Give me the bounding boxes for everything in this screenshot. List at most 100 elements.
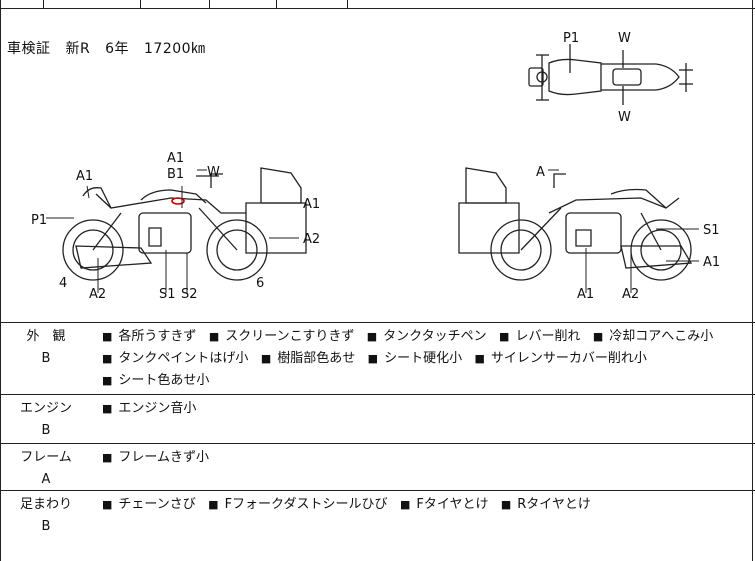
label-a1-left-top: A1: [167, 151, 184, 166]
defect-item: ■ エンジン音小: [102, 401, 196, 416]
label-a2-left: A2: [89, 287, 106, 302]
label-a1-right-rear: A1: [703, 255, 720, 270]
defect-text: チェーンさび: [118, 497, 196, 512]
motorcycle-left-view: [62, 167, 307, 281]
inspection-row-engine: エンジン B ■ エンジン音小: [1, 395, 755, 444]
bullet-icon: ■: [102, 451, 113, 464]
label-p1-left: P1: [31, 213, 47, 228]
label-a1-left-front: A1: [76, 169, 93, 184]
defect-text: Rタイヤとけ: [517, 497, 591, 512]
damage-diagram-area: 車検証 新R 6年 17200㎞ P: [1, 8, 755, 323]
bullet-icon: ■: [474, 352, 485, 365]
defect-item: ■ シート色あせ小: [102, 373, 209, 388]
defect-text: スクリーンこすりきず: [225, 329, 355, 344]
label-a2-right: A2: [622, 287, 639, 302]
label-w-left: W: [207, 165, 220, 180]
defect-list: ■ フレームきず小: [102, 447, 748, 469]
motorcycle-right-view: [458, 167, 693, 281]
label-6: 6: [256, 276, 264, 291]
bullet-icon: ■: [500, 498, 512, 511]
defect-text: タンクペイントはげ小: [118, 351, 249, 366]
defect-item: ■樹脂部色あせ: [261, 351, 355, 366]
defect-item: ■ 冷却コアへこみ小: [593, 329, 713, 344]
label-a2-left-case: A2: [303, 232, 320, 247]
section-grade: A: [41, 472, 51, 487]
header-cell-divider: [140, 0, 141, 8]
label-a1-right: A1: [577, 287, 594, 302]
label-s2-left: S2: [181, 287, 198, 302]
bullet-icon: ■: [399, 498, 411, 511]
defect-text: 冷却コアへこみ小: [609, 329, 714, 344]
section-heading: 足まわり B: [1, 494, 91, 538]
header-cell-divider: [347, 0, 348, 8]
registration-label: 車検証: [7, 41, 51, 57]
section-heading: エンジン B: [1, 398, 91, 442]
left-leader-lines: [46, 169, 299, 293]
label-b1-left: B1: [167, 167, 184, 182]
label-w-top: W: [618, 31, 631, 46]
defect-text: エンジン音小: [118, 401, 197, 416]
defect-item: ■シート硬化小: [368, 351, 462, 366]
motorcycle-diagrams: P1 W W: [31, 31, 720, 302]
registration-info: 車検証 新R 6年 17200㎞: [7, 38, 216, 58]
section-heading: フレーム A: [1, 447, 91, 491]
defect-text: Fタイヤとけ: [416, 497, 489, 512]
label-p1-top: P1: [563, 31, 579, 46]
bullet-icon: ■: [102, 498, 113, 511]
defect-text: サイレンサーカバー削れ小: [490, 351, 647, 366]
section-heading: 外 観 B: [1, 326, 91, 370]
defect-list: ■各所うすきず ■スクリーンこすりきず ■タンクタッチペン ■レバー削れ ■冷却…: [102, 326, 748, 392]
defect-text: 樹脂部色あせ: [277, 351, 356, 366]
defect-list: ■ エンジン音小: [102, 398, 748, 420]
bullet-icon: ■: [102, 374, 113, 387]
defect-text: 各所うすきず: [118, 329, 197, 344]
defect-item: ■ タンクタッチペン: [367, 329, 487, 344]
label-a-right: A: [536, 165, 545, 180]
defect-item: ■ Fタイヤとけ: [400, 497, 489, 512]
defect-item: ■ レバー削れ: [499, 329, 580, 344]
defect-text: レバー削れ: [515, 329, 581, 344]
right-leader-lines: [548, 169, 699, 293]
bullet-icon: ■: [102, 402, 113, 415]
defect-item: ■Fフォークダストシールひび: [208, 497, 387, 512]
section-name: フレーム: [20, 450, 72, 465]
section-name: 外 観: [26, 329, 66, 344]
defect-item: ■ フレームきず小: [102, 450, 209, 465]
defect-item: ■各所うすきず: [102, 329, 196, 344]
label-s1-right: S1: [703, 223, 720, 238]
motorcycle-top-view: [528, 44, 693, 105]
bullet-icon: ■: [102, 352, 113, 365]
defect-item: ■ チェーンさび: [102, 497, 196, 512]
section-name: 足まわり: [19, 497, 72, 512]
defect-text: フレームきず小: [118, 450, 210, 465]
mileage: 17200㎞: [144, 41, 206, 57]
top-header-strip: [1, 0, 755, 9]
inspection-row-exterior: 外 観 B ■各所うすきず ■スクリーンこすりきず ■タンクタッチペン ■レバー…: [1, 322, 755, 395]
label-s1-left: S1: [159, 287, 176, 302]
section-grade: B: [41, 423, 51, 438]
defect-text: タンクタッチペン: [383, 329, 487, 344]
defect-item: ■ サイレンサーカバー削れ小: [474, 351, 646, 366]
defect-list: ■ チェーンさび ■Fフォークダストシールひび ■ Fタイヤとけ ■ Rタイヤとけ: [102, 494, 748, 516]
label-4: 4: [59, 276, 67, 291]
registration-status: 新R: [65, 41, 91, 57]
section-grade: B: [41, 351, 51, 366]
header-cell-divider: [209, 0, 210, 8]
defect-text: Fフォークダストシールひび: [224, 497, 388, 512]
defect-item: ■スクリーンこすりきず: [209, 329, 355, 344]
defect-text: シート色あせ小: [118, 373, 210, 388]
bullet-icon: ■: [592, 330, 604, 343]
label-w-bottom: W: [618, 110, 631, 125]
header-cell-divider: [276, 0, 277, 8]
bullet-icon: ■: [367, 352, 379, 365]
defect-item: ■ タンクペイントはげ小: [102, 351, 248, 366]
inspection-row-suspension: 足まわり B ■ チェーンさび ■Fフォークダストシールひび ■ Fタイヤとけ ■ R…: [1, 491, 755, 561]
section-name: エンジン: [19, 401, 72, 416]
defect-item: ■ Rタイヤとけ: [501, 497, 591, 512]
registration-year: 6年: [105, 41, 130, 57]
bullet-icon: ■: [366, 330, 378, 343]
inspection-row-frame: フレーム A ■ フレームきず小: [1, 444, 755, 491]
header-cell-divider: [43, 0, 44, 8]
bullet-icon: ■: [499, 330, 510, 343]
